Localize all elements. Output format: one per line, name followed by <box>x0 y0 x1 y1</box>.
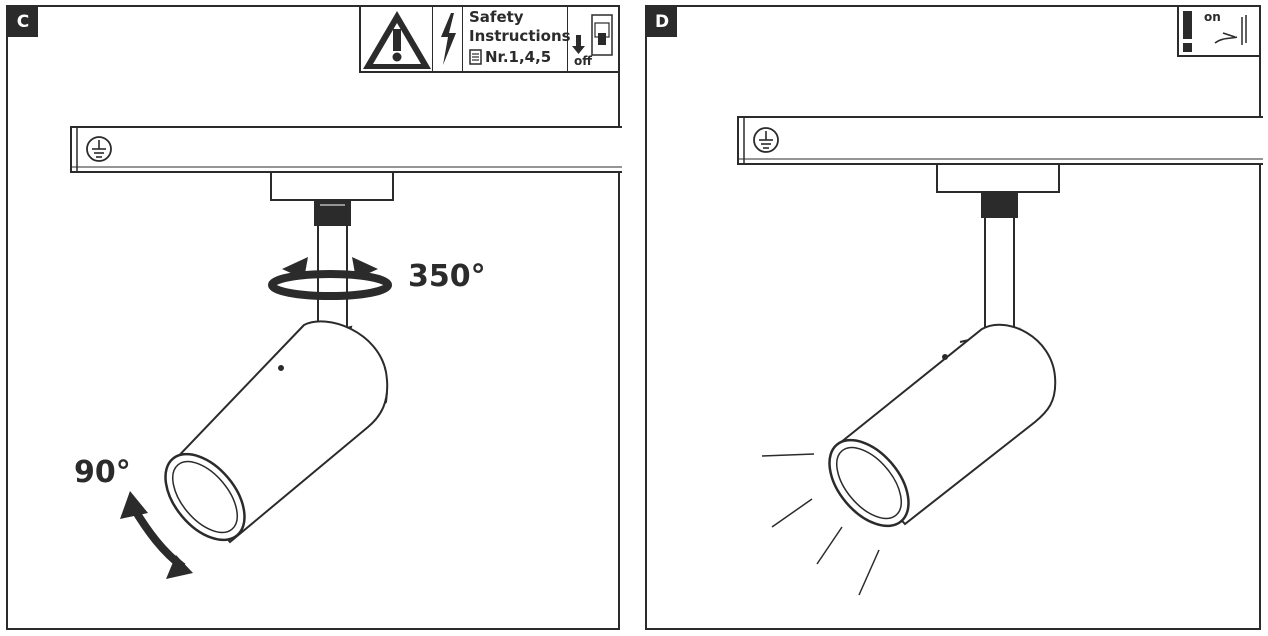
panel-d: D <box>645 5 1263 630</box>
safety-reference: Nr.1,4,5 <box>485 48 552 66</box>
circuit-breaker-icon <box>591 14 613 56</box>
panel-c-illustration <box>70 126 622 579</box>
spotlight-body <box>828 323 1057 528</box>
warning-cell <box>361 7 433 71</box>
arrow-down-icon <box>572 35 585 54</box>
lightning-cell <box>433 7 463 71</box>
ground-icon <box>753 127 779 153</box>
panel-d-label: D <box>647 7 677 37</box>
panel-c: C <box>6 5 622 630</box>
exclamation-icon <box>1183 11 1192 52</box>
track-rail <box>70 126 622 173</box>
panel-d-illustration <box>737 116 1263 596</box>
switch-off-cell: off <box>568 7 618 71</box>
lightning-icon <box>441 13 456 65</box>
track-adapter <box>270 171 394 226</box>
tilt-arrow-icon <box>120 491 193 579</box>
ground-icon <box>86 136 112 162</box>
light-rays-icon <box>761 453 880 596</box>
switch-on-notice: on <box>1177 7 1259 57</box>
safety-title-line1: Safety <box>469 8 524 26</box>
switch-on-label: on <box>1204 10 1221 24</box>
warning-triangle-icon <box>363 11 431 69</box>
rotate-arrow-icon <box>268 257 392 300</box>
spot-arm <box>984 216 1015 333</box>
rotation-angle-label: 350° <box>408 259 486 294</box>
safety-instructions-box: Safety Instructions Nr.1,4,5 <box>359 7 618 73</box>
switch-off-label: off <box>574 54 592 68</box>
manual-icon <box>469 49 482 65</box>
spotlight-body <box>164 320 389 544</box>
tilt-angle-label: 90° <box>74 455 131 490</box>
track-adapter <box>936 163 1060 218</box>
safety-title-line2: Instructions <box>469 27 571 45</box>
track-rail <box>737 116 1263 165</box>
spot-arm <box>317 224 348 338</box>
switch-on-icon <box>1214 15 1247 45</box>
panel-c-label: C <box>8 7 38 37</box>
safety-text-cell: Safety Instructions Nr.1,4,5 <box>463 7 571 71</box>
